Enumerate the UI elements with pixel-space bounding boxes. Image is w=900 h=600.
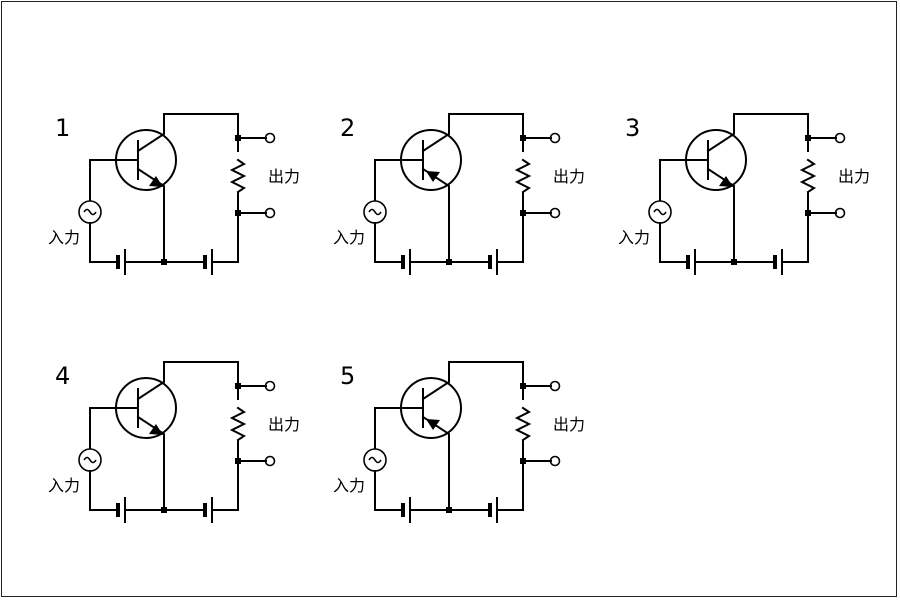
base-wire	[374, 407, 424, 449]
junction-dot	[731, 259, 737, 265]
ac-wave-icon	[368, 208, 382, 216]
base-wire	[89, 407, 139, 449]
input-label: 入力	[618, 228, 650, 247]
battery-2-neg-plate	[488, 503, 492, 517]
output-terminal-bottom-icon	[549, 207, 561, 219]
battery-2-neg-plate	[203, 255, 207, 269]
battery-1-neg-plate	[686, 255, 690, 269]
circuit-2: 2 入力 出力	[333, 113, 585, 275]
circuit-number: 2	[340, 114, 355, 142]
output-terminal-top-icon	[264, 132, 276, 144]
input-label: 入力	[333, 476, 365, 495]
resistor-icon	[514, 158, 532, 194]
output-terminal-top-icon	[549, 380, 561, 392]
junction-dot	[161, 259, 167, 265]
emitter-wire	[136, 415, 165, 511]
battery-2-neg-plate	[203, 503, 207, 517]
circuit-number: 3	[625, 114, 640, 142]
collector-wire	[706, 113, 809, 263]
ac-wave-icon	[83, 456, 97, 464]
output-label: 出力	[553, 415, 585, 434]
emitter-arrow-icon	[719, 176, 733, 187]
collector-wire	[421, 361, 524, 511]
output-terminal-top-icon	[834, 132, 846, 144]
circuit-4: 4 入力 出力	[48, 361, 300, 523]
resistor-icon	[514, 406, 532, 442]
emitter-wire	[706, 167, 735, 263]
emitter-wire	[136, 167, 165, 263]
resistor-icon	[799, 158, 817, 194]
circuit-number: 5	[340, 362, 355, 390]
junction-dot	[446, 259, 452, 265]
junction-dot	[161, 507, 167, 513]
circuit-number: 1	[55, 114, 70, 142]
output-terminal-bottom-icon	[834, 207, 846, 219]
battery-1-neg-plate	[116, 503, 120, 517]
output-label: 出力	[268, 415, 300, 434]
junction-dot	[446, 507, 452, 513]
resistor-icon	[229, 158, 247, 194]
base-wire	[89, 159, 139, 201]
emitter-wire	[421, 415, 450, 511]
collector-wire	[136, 361, 239, 511]
collector-wire	[136, 113, 239, 263]
input-label: 入力	[333, 228, 365, 247]
input-label: 入力	[48, 476, 80, 495]
emitter-arrow-icon	[149, 176, 163, 187]
battery-2-neg-plate	[488, 255, 492, 269]
output-terminal-bottom-icon	[264, 207, 276, 219]
ac-wave-icon	[83, 208, 97, 216]
resistor-icon	[229, 406, 247, 442]
emitter-arrow-icon	[426, 419, 440, 430]
output-label: 出力	[553, 167, 585, 186]
emitter-arrow-icon	[149, 424, 163, 435]
circuit-5: 5 入力 出力	[333, 361, 585, 523]
output-label: 出力	[838, 167, 870, 186]
battery-2-neg-plate	[773, 255, 777, 269]
input-label: 入力	[48, 228, 80, 247]
battery-1-neg-plate	[116, 255, 120, 269]
ac-wave-icon	[653, 208, 667, 216]
output-terminal-top-icon	[549, 132, 561, 144]
ac-wave-icon	[368, 456, 382, 464]
base-wire	[374, 159, 424, 201]
output-terminal-bottom-icon	[264, 455, 276, 467]
battery-1-neg-plate	[401, 503, 405, 517]
circuit-3: 3 入力 出力	[618, 113, 870, 275]
collector-wire	[421, 113, 524, 263]
emitter-wire	[421, 167, 450, 263]
circuit-1: 1 入力 出力	[48, 113, 300, 275]
output-label: 出力	[268, 167, 300, 186]
emitter-arrow-icon	[426, 171, 440, 182]
output-terminal-bottom-icon	[549, 455, 561, 467]
output-terminal-top-icon	[264, 380, 276, 392]
battery-1-neg-plate	[401, 255, 405, 269]
circuit-number: 4	[55, 362, 70, 390]
base-wire	[659, 159, 709, 201]
